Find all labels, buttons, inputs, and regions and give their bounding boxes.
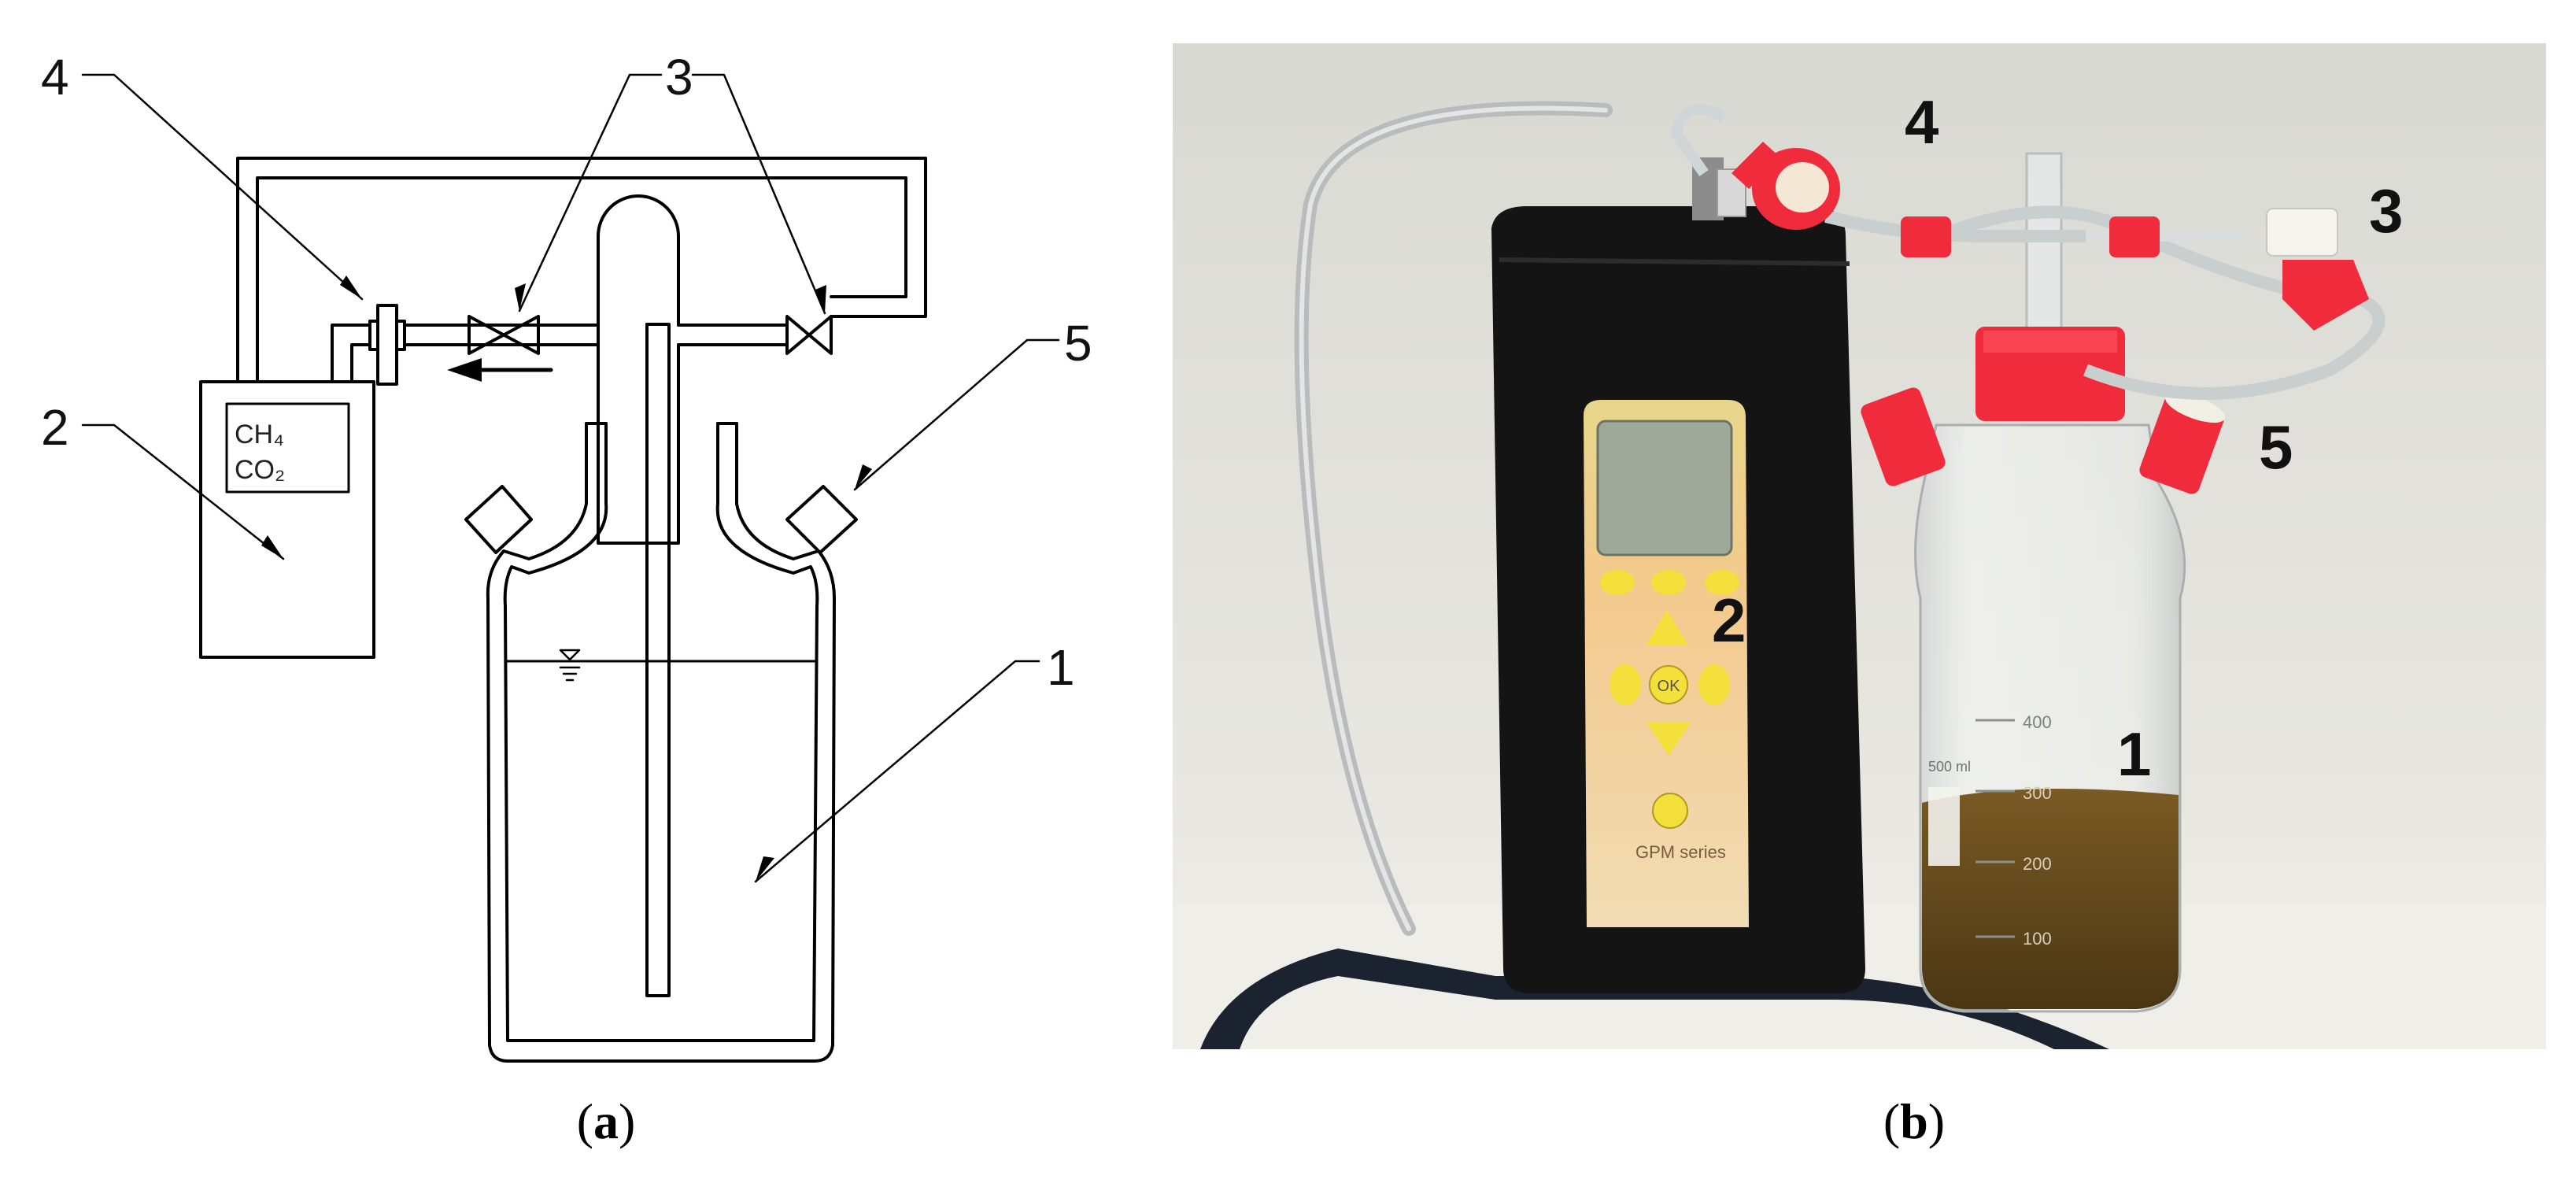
analyzer-display-co2: CO₂ bbox=[235, 455, 285, 485]
caption-b-open: ( bbox=[1883, 1093, 1901, 1149]
caption-b: (b) bbox=[1835, 1093, 1993, 1151]
filter-disc bbox=[1732, 142, 1840, 230]
gas-dome bbox=[597, 194, 680, 545]
graduation-300: 300 bbox=[2023, 783, 2052, 803]
reactor-bottle-photo bbox=[1861, 152, 2225, 1013]
caption-b-close: ) bbox=[1927, 1093, 1946, 1149]
callout-a-2: 2 bbox=[41, 399, 69, 456]
caption-b-letter: b bbox=[1900, 1093, 1928, 1149]
analyzer-inlet-tube bbox=[331, 324, 371, 383]
connector-right bbox=[2109, 216, 2160, 257]
graduation-200: 200 bbox=[2023, 854, 2052, 874]
gas-meter-panel bbox=[1584, 400, 1749, 927]
photograph-panel: OK GPM series bbox=[1173, 43, 2546, 1049]
callout-b-3: 3 bbox=[2369, 176, 2403, 246]
callout-a-4: 4 bbox=[41, 49, 69, 105]
schematic-diagram bbox=[81, 73, 1060, 1063]
graduation-100: 100 bbox=[2023, 929, 2052, 948]
meter-ok-button-label: OK bbox=[1658, 678, 1681, 695]
callout-b-2: 2 bbox=[1712, 586, 1746, 655]
callout-b-1: 1 bbox=[2117, 719, 2151, 789]
callout-b-4: 4 bbox=[1905, 87, 1938, 157]
stopcock-valve bbox=[2266, 208, 2369, 331]
gas-return-tube bbox=[236, 157, 927, 383]
valve-right bbox=[785, 315, 833, 355]
bottle-volume-label: 500 ml bbox=[1928, 759, 1971, 775]
gas-analyzer-box bbox=[199, 380, 375, 659]
caption-a-letter: a bbox=[593, 1093, 619, 1149]
filter-element bbox=[368, 304, 406, 386]
side-cap-right bbox=[785, 485, 858, 554]
callout-b-5: 5 bbox=[2259, 412, 2293, 482]
flow-direction-arrow bbox=[447, 358, 553, 382]
middle-tube bbox=[403, 324, 789, 346]
callout-a-3: 3 bbox=[665, 49, 693, 105]
leader-arrowheads bbox=[261, 275, 872, 882]
connector-left bbox=[1901, 216, 1951, 257]
analyzer-display-ch4: CH₄ bbox=[235, 420, 284, 449]
liquid-level bbox=[505, 649, 817, 682]
caption-a-open: ( bbox=[576, 1093, 593, 1149]
graduation-400: 400 bbox=[2023, 712, 2052, 732]
leader-lines bbox=[81, 73, 1060, 883]
reactor-bottle bbox=[486, 422, 836, 1063]
meter-brand-text: GPM series bbox=[1635, 842, 1726, 862]
carry-strap bbox=[1200, 948, 2109, 1049]
caption-a-close: ) bbox=[619, 1093, 636, 1149]
callout-a-1: 1 bbox=[1047, 639, 1075, 696]
side-cap-left bbox=[464, 485, 533, 554]
caption-a: (a) bbox=[527, 1093, 685, 1151]
valve-left bbox=[468, 315, 540, 355]
callout-a-5: 5 bbox=[1064, 315, 1092, 372]
